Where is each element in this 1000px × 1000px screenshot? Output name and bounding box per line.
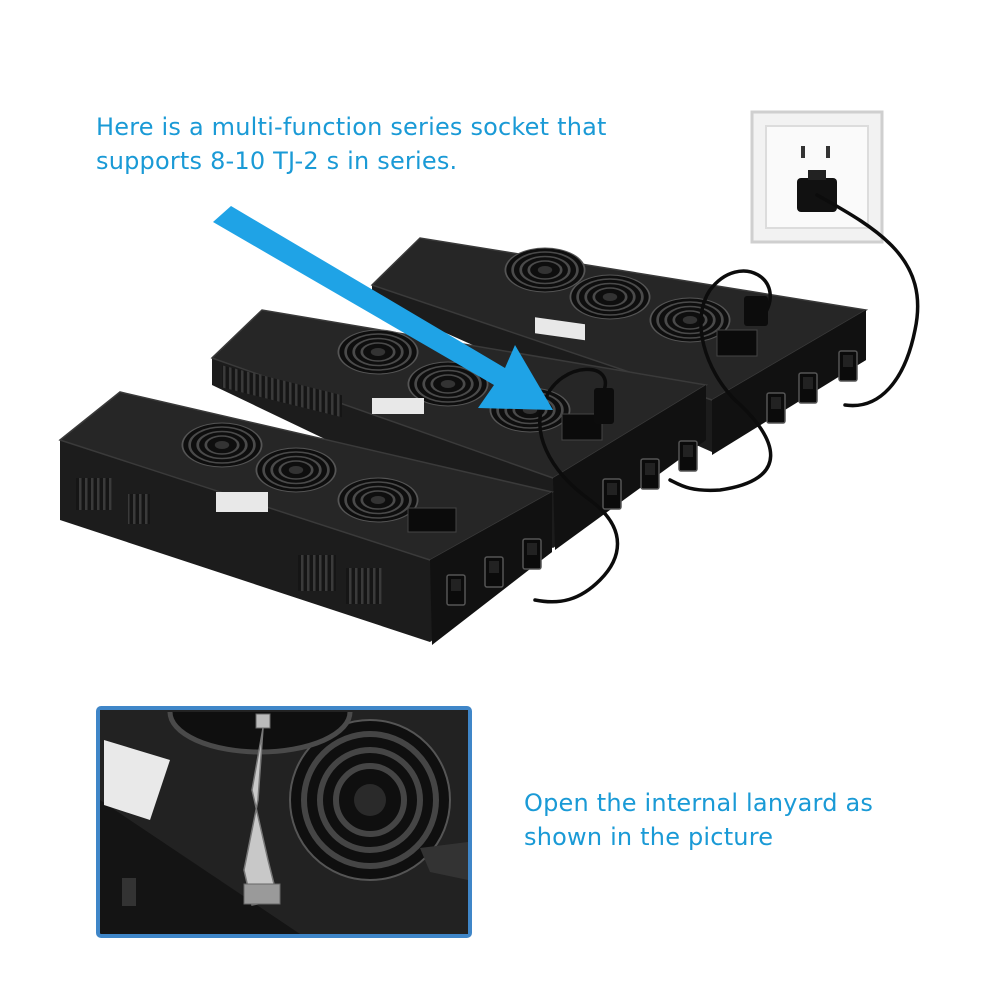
grow-light-unit-1 <box>58 391 555 645</box>
plug <box>594 296 768 424</box>
series-socket-caption: Here is a multi-function series socket t… <box>96 113 607 175</box>
power-cord <box>533 193 920 604</box>
lanyard-caption: Open the internal lanyard as shown in th… <box>524 789 874 851</box>
grow-light-unit-3 <box>370 237 869 455</box>
hanging-clip <box>243 713 281 906</box>
wall-socket-icon <box>750 110 884 244</box>
inset-closeup <box>96 706 472 938</box>
arrow <box>213 206 553 410</box>
fan-grille <box>167 711 451 881</box>
